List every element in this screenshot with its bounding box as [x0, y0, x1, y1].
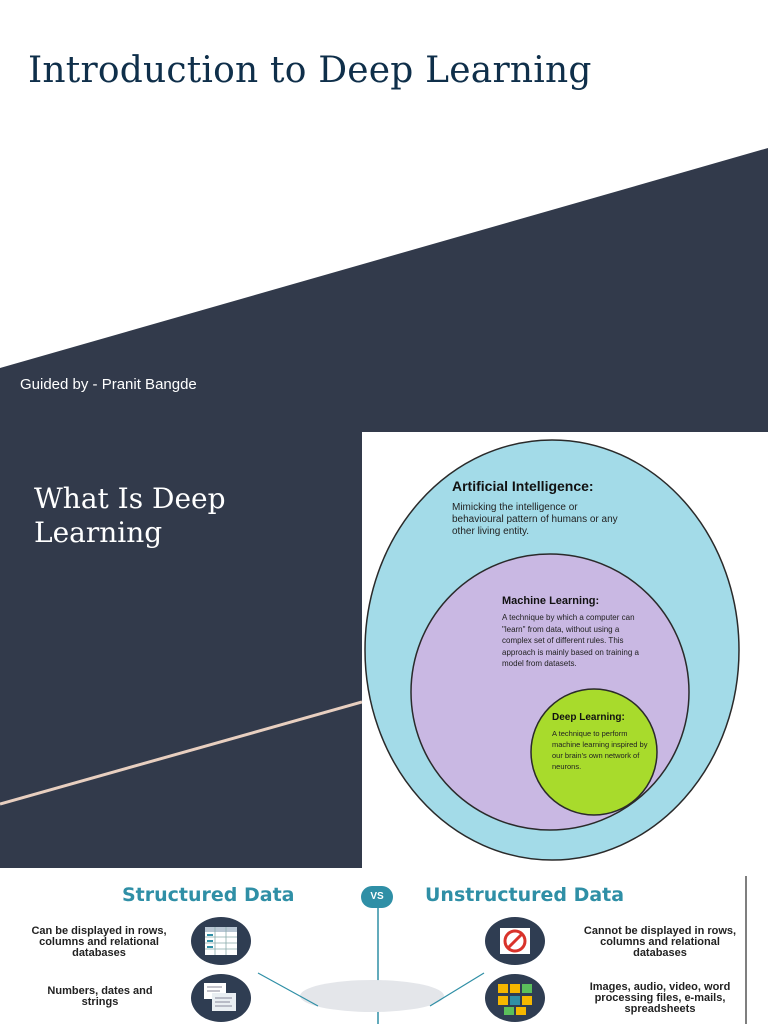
table-icon: [191, 917, 251, 965]
accent-line-graphic: [0, 700, 362, 806]
structured-data-title: Structured Data: [122, 884, 295, 906]
vs-badge: VS: [361, 886, 393, 908]
structured-description-1: Can be displayed in rows, columns and re…: [31, 925, 167, 959]
structured-vs-unstructured-slide: Structured Data VS Unstructured Data Can…: [0, 868, 768, 1024]
ai-title: Artificial Intelligence:: [452, 478, 594, 494]
structured-description-2: Numbers, dates and strings: [47, 985, 153, 1008]
unstructured-description-2: Images, audio, video, word processing fi…: [589, 981, 731, 1015]
title-slide: Introduction to Deep Learning Guided by …: [0, 0, 768, 432]
center-platform: [300, 980, 444, 1012]
dl-circle: [530, 688, 658, 816]
prohibited-icon: [485, 917, 545, 965]
ai-description: Mimicking the intelligence or behavioura…: [452, 502, 618, 537]
diagonal-band: [0, 148, 768, 432]
what-is-deep-learning-slide: What Is Deep Learning Artificial Intelli…: [0, 432, 768, 868]
unstructured-description-1: Cannot be displayed in rows, columns and…: [583, 925, 737, 959]
ml-description: A technique by which a computer can "lea…: [502, 613, 639, 668]
venn-circles: [364, 439, 740, 861]
presentation-title: Introduction to Deep Learning: [28, 50, 592, 91]
ml-title: Machine Learning:: [502, 595, 600, 607]
media-files-icon: [485, 974, 545, 1022]
connector-graphics: [257, 876, 747, 1024]
ai-ml-dl-diagram: Artificial Intelligence: Mimicking the i…: [362, 432, 768, 868]
slide-heading: What Is Deep Learning: [34, 482, 226, 549]
accent-line: [0, 700, 362, 806]
guided-by-text: Guided by - Pranit Bangde: [20, 376, 197, 393]
dl-description: A technique to perform machine learning …: [552, 729, 648, 771]
dl-title: Deep Learning:: [552, 712, 625, 723]
connector-right: [429, 972, 485, 1007]
documents-icon: [191, 974, 251, 1022]
connector-left: [257, 972, 319, 1007]
unstructured-data-title: Unstructured Data: [425, 884, 625, 906]
navy-diagonal-shape: [0, 148, 768, 432]
